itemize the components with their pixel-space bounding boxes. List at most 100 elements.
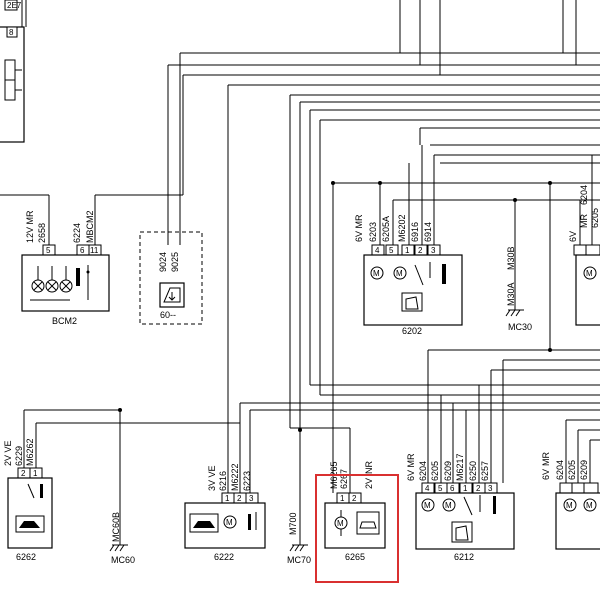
- wire-label: 6223: [242, 471, 252, 491]
- svg-text:M: M: [337, 519, 344, 528]
- wire-label: 9024: [158, 252, 168, 272]
- ground-label: MC70: [287, 555, 311, 565]
- wire-label: M6222: [230, 463, 240, 491]
- pin-label: 5: [438, 484, 443, 493]
- top-left-component: 2E7 8: [0, 0, 25, 143]
- ground-label: MC60: [111, 555, 135, 565]
- wire-label: 6257: [480, 461, 490, 481]
- wire-label: M700: [288, 512, 298, 535]
- svg-text:M: M: [396, 269, 403, 278]
- wire-label: 6205: [430, 461, 440, 481]
- pin-label: 4: [425, 484, 430, 493]
- wire-label: 6209: [443, 461, 453, 481]
- bcm2-component: 12V MR 2658 6224 MBCM2 5 6 11: [21, 210, 110, 326]
- wire-label: M6262: [25, 438, 35, 466]
- pin-label: 1: [463, 484, 468, 493]
- pin-label: 2: [237, 494, 242, 503]
- component-name: 6202: [402, 326, 422, 336]
- highlight-box: [315, 474, 399, 583]
- wire-label: MR: [579, 214, 589, 228]
- wire-label: 3V VE: [207, 465, 217, 491]
- pin-label: 2: [21, 469, 26, 478]
- pin-label: 5: [389, 246, 394, 255]
- pin-label: 3: [431, 246, 436, 255]
- car-trunk-icon: [189, 513, 219, 533]
- pin-label: 1: [33, 469, 38, 478]
- svg-text:M: M: [445, 501, 452, 510]
- component-6202: 6V MR 6203 6205A M6202 6916 6914 4 5 1 2…: [354, 214, 463, 336]
- component-name: 60--: [160, 310, 176, 320]
- svg-text:M: M: [566, 501, 573, 510]
- pin-label: 2: [476, 484, 481, 493]
- wire-label: 6204: [555, 460, 565, 480]
- pin-label: 4: [375, 246, 380, 255]
- wire-label: MC60B: [111, 512, 121, 542]
- wire-label: 6203: [368, 222, 378, 242]
- wire-label: M6202: [397, 214, 407, 242]
- relay-icon: [76, 265, 90, 300]
- component-6222: 3V VE 6216 M6222 6223 1 2 3 M 6222: [184, 463, 266, 562]
- pin-label: 1: [225, 494, 230, 503]
- wire-label: 2V VE: [3, 440, 13, 466]
- component-name: 6212: [454, 552, 474, 562]
- component-60: 9024 9025 60--: [139, 231, 203, 325]
- wire-label: 6204: [418, 461, 428, 481]
- wire-label: 6V MR: [406, 453, 416, 481]
- pin-label: 8: [9, 28, 14, 37]
- ground-mc70: M700 MC70: [287, 512, 311, 565]
- pin-label: 5: [46, 246, 51, 255]
- component-name: 6262: [16, 552, 36, 562]
- switch-icon: [414, 262, 446, 286]
- pin-label: 6: [450, 484, 455, 493]
- wire-label: M30B: [506, 246, 516, 270]
- car-icon: [356, 511, 380, 535]
- pin-label: 3: [488, 484, 493, 493]
- wire-label: 9025: [170, 252, 180, 272]
- component-name: 6265: [345, 552, 365, 562]
- right-top-component: 6V MR 6204 6205 M: [568, 185, 600, 326]
- motor-icon: M M: [421, 498, 456, 512]
- pin-label: 2: [418, 246, 423, 255]
- pin-label: 3: [249, 494, 254, 503]
- right-bottom-component: 6V MR 6204 6205 6209 M M: [541, 452, 600, 550]
- wire-label: M6217: [455, 453, 465, 481]
- wire-label: 6V MR: [354, 214, 364, 242]
- pin-label: 1: [340, 494, 345, 503]
- car-door-icon: [451, 521, 473, 543]
- component-name: 6222: [214, 552, 234, 562]
- wire-label: 6224: [72, 223, 82, 243]
- component-6212: 6V MR 6204 6205 6209 M6217 6250 6257 4 5…: [406, 453, 515, 562]
- wire-label: 12V MR: [25, 210, 35, 243]
- svg-text:M: M: [373, 269, 380, 278]
- svg-text:M: M: [424, 501, 431, 510]
- wire-label: 6216: [218, 471, 228, 491]
- wire-label: 6250: [468, 461, 478, 481]
- pin-label: 6: [80, 246, 85, 255]
- wire-label: 6267: [339, 469, 349, 489]
- svg-text:M: M: [586, 269, 593, 278]
- wire-label: 6205: [590, 208, 600, 228]
- motor-icon: M M: [370, 266, 407, 280]
- switch-icon: [27, 483, 43, 499]
- switch-icon: [248, 512, 257, 530]
- car-door-icon: [401, 292, 423, 312]
- wire-label: 6V: [541, 469, 551, 480]
- wire-label: 6204: [579, 185, 589, 205]
- wire-label: M30A: [506, 282, 516, 306]
- ground-label: MC30: [508, 322, 532, 332]
- svg-text:M: M: [586, 501, 593, 510]
- wire-label: MBCM2: [85, 210, 95, 243]
- svg-text:M: M: [226, 518, 233, 527]
- component-name: BCM2: [52, 316, 77, 326]
- pin-label: 2E7: [7, 1, 22, 10]
- wire-label: 2V: [364, 478, 374, 489]
- ground-mc30: M30A M30B MC30: [505, 246, 532, 332]
- wire-label: 6209: [579, 460, 589, 480]
- wire-label: 6914: [423, 222, 433, 242]
- wire-label: 2658: [37, 223, 47, 243]
- ground-mc60: MC60B MC60: [109, 512, 135, 565]
- wire-label: 6229: [14, 446, 24, 466]
- wire-label: 6205: [567, 460, 577, 480]
- car-trunk-icon: [15, 515, 45, 533]
- wire-network: [0, 0, 600, 545]
